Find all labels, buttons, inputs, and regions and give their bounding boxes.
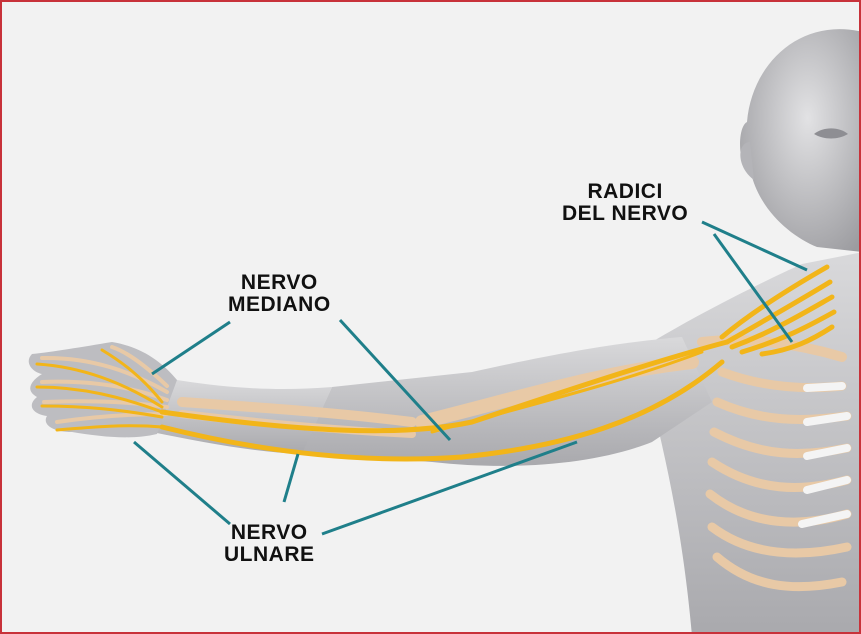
- leader-median-hand: [152, 322, 230, 374]
- leader-ulnar-hand: [134, 442, 230, 524]
- label-nerve-roots: RADICI DEL NERVO: [562, 181, 688, 225]
- label-nerve-roots-line2: DEL NERVO: [562, 203, 688, 225]
- label-median-line2: MEDIANO: [228, 294, 331, 316]
- label-median-line1: NERVO: [228, 272, 331, 294]
- leader-ulnar-forearm: [284, 454, 298, 502]
- label-ulnar-nerve: NERVO ULNARE: [224, 522, 315, 566]
- label-ulnar-line2: ULNARE: [224, 544, 315, 566]
- label-median-nerve: NERVO MEDIANO: [228, 272, 331, 316]
- label-nerve-roots-line1: RADICI: [562, 181, 688, 203]
- label-ulnar-line1: NERVO: [224, 522, 315, 544]
- head: [740, 29, 861, 252]
